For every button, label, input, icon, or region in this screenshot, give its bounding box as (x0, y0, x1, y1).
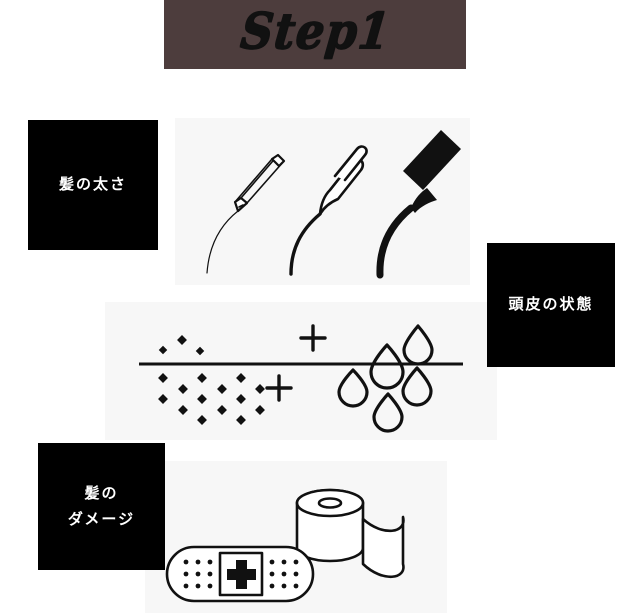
label-scalp-condition: 頭皮の状態 (487, 243, 615, 367)
marker-nib (411, 188, 437, 213)
illustration-panel-thickness (175, 118, 470, 285)
label-scalp-condition-text: 頭皮の状態 (508, 295, 594, 314)
gauze-tape-strip (361, 515, 405, 579)
label-hair-damage-text: 髪の ダメージ (67, 484, 136, 528)
illustration-panel-damage (145, 461, 447, 613)
dry-flakes-and-droplets-icon (139, 324, 463, 433)
label-hair-damage: 髪の ダメージ (38, 443, 165, 570)
bandage-and-tape-icon (165, 488, 405, 603)
gauze-roll-hole (317, 497, 343, 509)
droplet-group (337, 324, 434, 433)
pencil-pen-marker-icon (206, 130, 461, 279)
plus-mark-group (265, 324, 327, 402)
label-hair-thickness: 髪の太さ (28, 120, 158, 250)
label-hair-thickness-text: 髪の太さ (58, 175, 127, 194)
step-banner-label: Step1 (237, 2, 393, 61)
marker-body (403, 130, 461, 190)
flake-group (158, 335, 265, 425)
bandage-dots (183, 559, 299, 589)
illustration-panel-scalp (105, 302, 497, 440)
cross-icon (227, 560, 256, 589)
step-banner: Step1 (164, 0, 466, 69)
